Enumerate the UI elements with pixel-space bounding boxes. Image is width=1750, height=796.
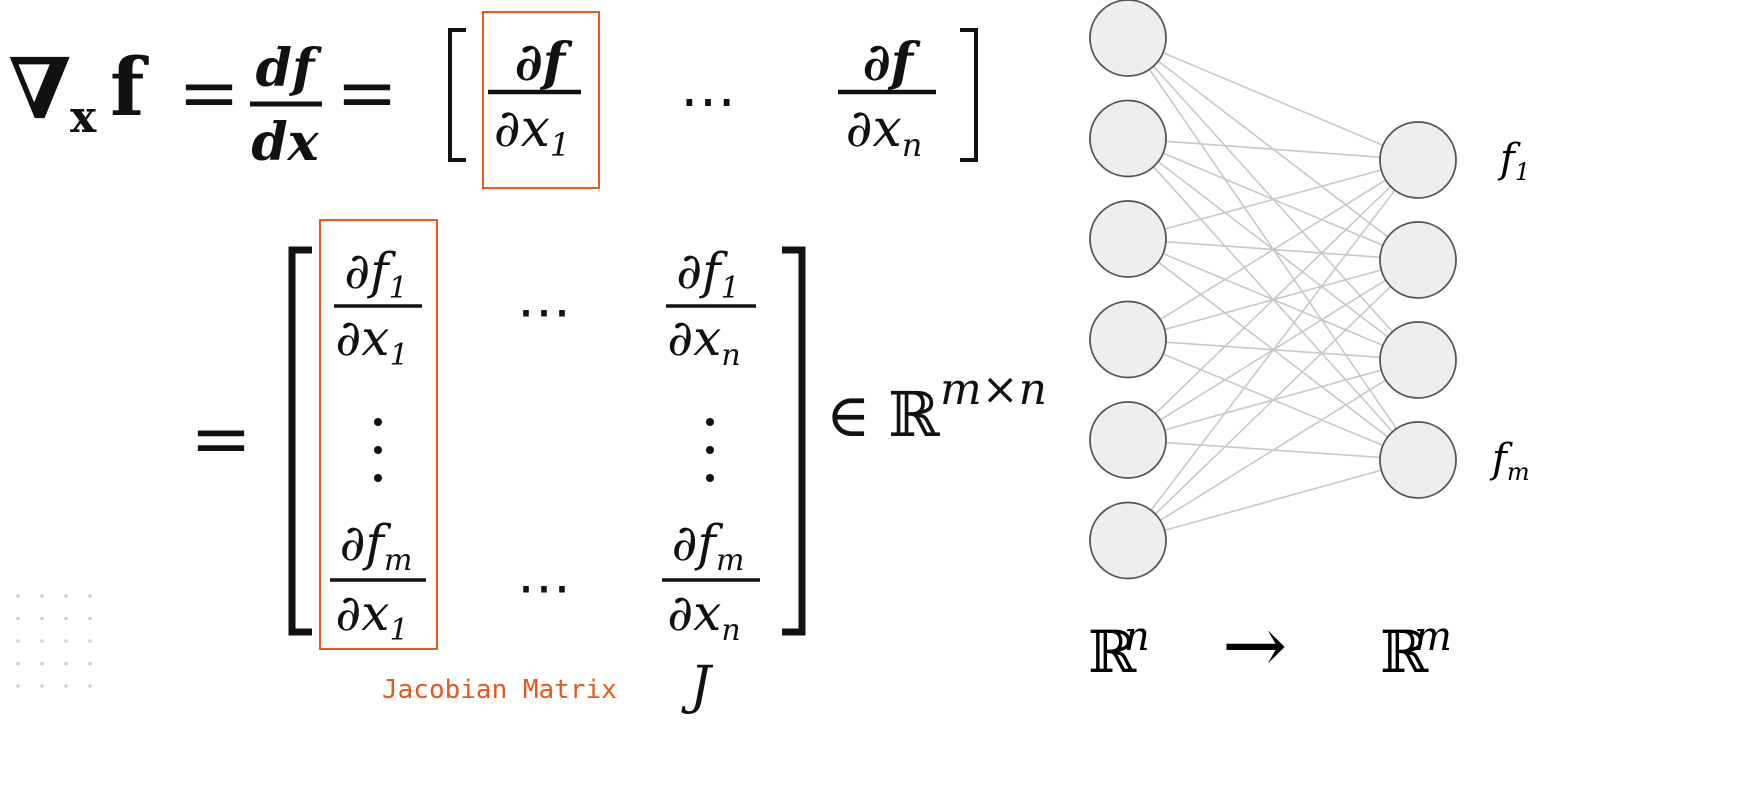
- codomain-exponent: m: [1414, 614, 1452, 660]
- codomain-set: ℝ: [1380, 618, 1429, 686]
- total-derivative-numerator: df: [256, 38, 322, 99]
- row-partial-numerator-1: ∂f: [515, 32, 573, 93]
- cell-12-ellipsis: ⋯: [517, 280, 571, 343]
- decorative-dot: [88, 684, 92, 688]
- input-node: [1089, 99, 1167, 178]
- cell-11-numerator: ∂f1: [344, 242, 407, 306]
- output-node: [1379, 321, 1457, 399]
- highlight-first-column: [319, 219, 438, 650]
- equals-1: =: [178, 50, 240, 136]
- decorative-dot: [64, 661, 68, 666]
- decorative-dot: [88, 661, 92, 666]
- output-label-first: f1: [1497, 136, 1530, 186]
- membership-symbol: ∈: [826, 381, 870, 451]
- output-node: [1379, 121, 1457, 199]
- decorative-dot-grid: [16, 594, 92, 688]
- output-node: [1379, 221, 1457, 299]
- equals-3: =: [190, 396, 252, 482]
- cell-mn-denominator: ∂xn: [667, 584, 740, 648]
- decorative-dot: [64, 684, 68, 688]
- network-edge: [1127, 259, 1419, 542]
- network-edge: [1127, 159, 1419, 441]
- lhs-f: f: [110, 40, 149, 134]
- decorative-dot: [88, 616, 92, 621]
- decorative-dot: [64, 594, 68, 598]
- cell-m1-numerator: ∂fm: [340, 514, 413, 578]
- network-edge: [1127, 459, 1419, 542]
- input-node: [1089, 0, 1167, 77]
- input-layer: [1089, 0, 1167, 580]
- row-partial-denominator-n: ∂xn: [846, 99, 923, 164]
- row-partial-denominator-1: ∂x1: [494, 99, 571, 164]
- decorative-dot: [16, 684, 20, 688]
- cell-1n-numerator: ∂f1: [676, 242, 739, 306]
- decorative-dot: [88, 594, 92, 598]
- decorative-dot: [64, 639, 68, 643]
- network-edge: [1127, 137, 1419, 161]
- nabla-subscript: x: [70, 92, 97, 143]
- domain-set: ℝ: [1088, 618, 1137, 686]
- matrix-right-bracket: [782, 246, 806, 636]
- network-edge: [1127, 359, 1419, 542]
- highlight-first-element: [482, 11, 600, 189]
- matrix-dimensions: m×n: [940, 364, 1047, 415]
- cell-m1-denominator: ∂x1: [335, 584, 408, 648]
- input-node: [1089, 501, 1167, 580]
- input-node: [1089, 200, 1167, 278]
- network-edge: [1127, 159, 1419, 341]
- decorative-dot: [16, 639, 20, 643]
- decorative-dot: [40, 594, 44, 598]
- output-label-last: fm: [1489, 436, 1530, 486]
- network-diagram: f1 fm ℝ n → ℝ m: [1088, 0, 1530, 691]
- total-derivative-denominator: dx: [251, 112, 319, 173]
- jacobian-matrix: = ∂f1 ∂x1 ⋯ ∂f1 ∂xn ∂fm ∂x1 ⋯ ∂fm ∂xn ∈ …: [190, 219, 1047, 716]
- decorative-dot: [40, 661, 44, 666]
- output-layer: [1379, 121, 1457, 499]
- row-ellipsis: ⋯: [680, 69, 736, 134]
- matrix-left-bracket: [288, 246, 312, 636]
- gradient-formula: ∇ x f = df dx = ∂f ∂x1 ⋯ ∂f ∂xn: [8, 11, 978, 189]
- decorative-dot: [88, 639, 92, 643]
- cell-m2-ellipsis: ⋯: [517, 556, 571, 619]
- cell-mn-numerator: ∂fm: [672, 514, 745, 578]
- input-node: [1089, 401, 1167, 479]
- decorative-dot: [16, 661, 20, 666]
- domain-exponent: n: [1124, 614, 1150, 660]
- row-right-bracket: [960, 28, 978, 162]
- vdots-col-1: [374, 418, 382, 482]
- cell-1n-denominator: ∂xn: [667, 309, 740, 373]
- row-left-bracket: [448, 28, 466, 162]
- real-set-symbol: ℝ: [888, 378, 940, 451]
- decorative-dot: [40, 684, 44, 688]
- network-edges: [1127, 37, 1419, 542]
- equals-2: =: [336, 50, 398, 136]
- cell-11-denominator: ∂x1: [335, 309, 408, 373]
- network-edge: [1127, 37, 1419, 161]
- input-node: [1089, 300, 1167, 379]
- decorative-dot: [64, 616, 68, 621]
- decorative-dot: [40, 639, 44, 643]
- nabla-symbol: ∇: [8, 39, 71, 138]
- vdots-col-n: [706, 418, 714, 482]
- network-edge: [1127, 159, 1419, 541]
- row-partial-numerator-n: ∂f: [863, 32, 921, 93]
- decorative-dot: [16, 616, 20, 621]
- network-edge: [1127, 159, 1419, 240]
- jacobian-matrix-label: Jacobian Matrix: [382, 675, 617, 705]
- decorative-dot: [40, 616, 44, 621]
- jacobian-symbol: J: [681, 656, 714, 716]
- mapping-arrow: →: [1222, 601, 1287, 691]
- output-node: [1379, 421, 1457, 499]
- decorative-dot: [16, 594, 20, 598]
